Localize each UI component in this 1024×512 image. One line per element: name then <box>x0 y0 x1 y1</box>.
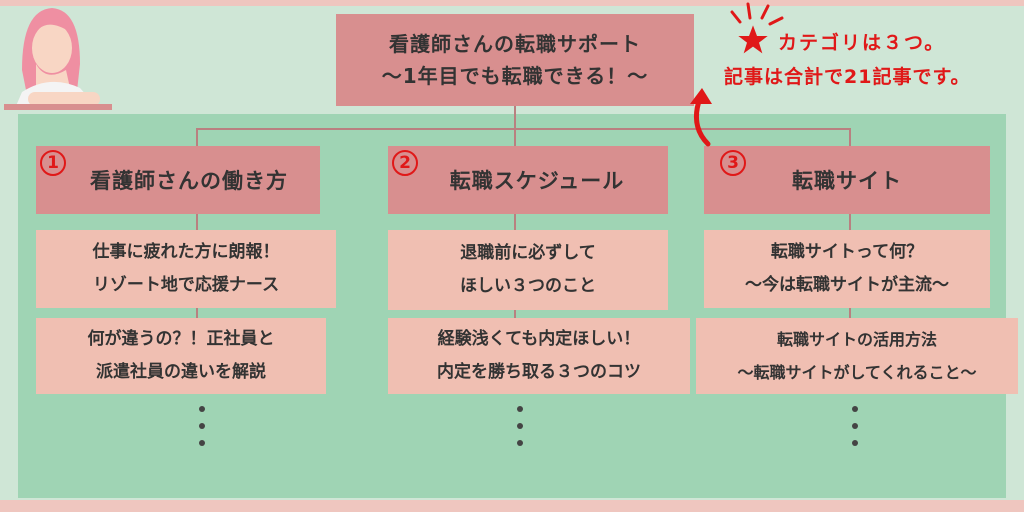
category-number-1: 1 <box>40 150 66 176</box>
article-line: 〜転職サイトがしてくれること〜 <box>737 363 977 382</box>
more-items-dots-3 <box>850 406 860 457</box>
article-line: リゾート地で応援ナース <box>92 275 280 295</box>
category-number-3: 3 <box>720 150 746 176</box>
connector-cat-2 <box>514 128 516 146</box>
article-line: 経験浅くても内定ほしい！ <box>437 329 641 349</box>
more-items-dots-1 <box>197 406 207 457</box>
bottom-border <box>0 500 1024 512</box>
category-label: 転職スケジュール <box>449 169 625 193</box>
category-label: 看護師さんの働き方 <box>90 169 288 193</box>
article-line: 転職サイトって何？ <box>770 242 924 262</box>
category-box-1: 看護師さんの働き方 <box>36 146 320 214</box>
title-line-1: 看護師さんの転職サポート <box>389 32 641 56</box>
connector-cat-3 <box>849 128 851 146</box>
category-box-2: 転職スケジュール <box>388 146 668 214</box>
article-box-3-1: 転職サイトって何？ 〜今は転職サイトが主流〜 <box>704 230 990 308</box>
category-box-3: 転職サイト <box>704 146 990 214</box>
connector-root <box>514 106 516 130</box>
title-line-2: 〜1年目でも転職できる！〜 <box>381 64 649 88</box>
category-label: 転職サイト <box>792 169 902 193</box>
note-line-2: 記事は合計で21記事です。 <box>724 66 971 88</box>
article-line: 派遣社員の違いを解説 <box>96 362 266 382</box>
category-number-2: 2 <box>392 150 418 176</box>
burst-lines-icon <box>730 2 784 26</box>
article-line: 退職前に必ずして <box>460 243 596 263</box>
article-line: 〜今は転職サイトが主流〜 <box>745 275 949 295</box>
article-line: 内定を勝ち取る３つのコツ <box>437 362 641 382</box>
woman-avatar <box>4 8 112 110</box>
article-line: 仕事に疲れた方に朗報！ <box>92 242 280 262</box>
star-icon <box>738 25 768 54</box>
note-line-1: カテゴリは３つ。 <box>778 32 946 54</box>
top-border <box>0 0 1024 6</box>
article-box-1-2: 何が違うの？！正社員と 派遣社員の違いを解説 <box>36 318 326 394</box>
article-line: 何が違うの？！正社員と <box>87 329 275 349</box>
root-title-box: 看護師さんの転職サポート 〜1年目でも転職できる！〜 <box>336 14 694 106</box>
article-line: 転職サイトの活用方法 <box>776 330 937 349</box>
connector-cat-1 <box>196 128 198 146</box>
article-line: ほしい３つのこと <box>460 276 596 296</box>
connector-horizontal <box>196 128 850 130</box>
curved-arrow-icon <box>690 88 712 147</box>
more-items-dots-2 <box>515 406 525 457</box>
article-box-2-2: 経験浅くても内定ほしい！ 内定を勝ち取る３つのコツ <box>388 318 690 394</box>
article-box-2-1: 退職前に必ずして ほしい３つのこと <box>388 230 668 310</box>
article-box-3-2: 転職サイトの活用方法 〜転職サイトがしてくれること〜 <box>696 318 1018 394</box>
article-box-1-1: 仕事に疲れた方に朗報！ リゾート地で応援ナース <box>36 230 336 308</box>
